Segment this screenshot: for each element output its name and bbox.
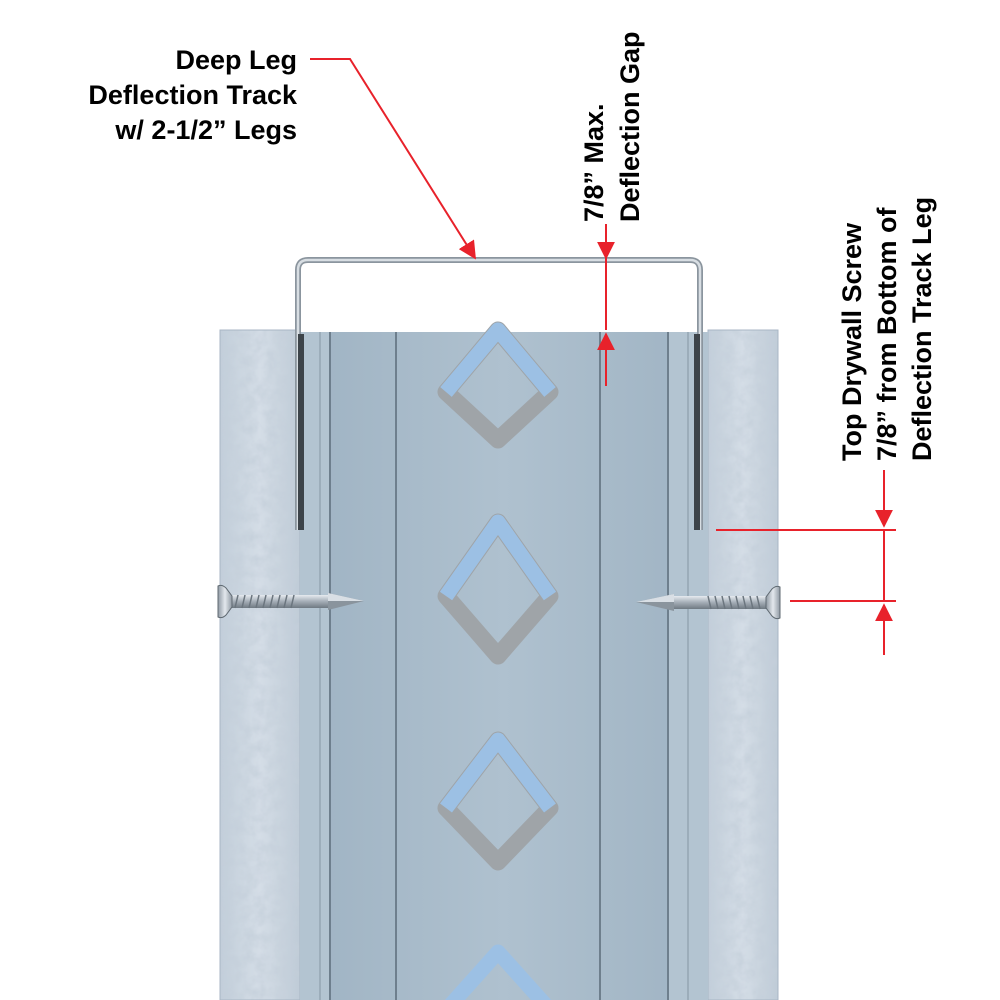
drywall-left	[219, 329, 301, 1000]
knockout-1	[437, 321, 559, 449]
screw-distance-dimension	[716, 470, 896, 655]
drywall-screw-icon	[636, 585, 781, 620]
screw-label-line-2: 7/8” from Bottom of	[872, 206, 902, 461]
track-label-line-1: Deep Leg	[175, 45, 297, 75]
track-callout-label: Deep Leg Deflection Track w/ 2-1/2” Legs	[88, 45, 298, 145]
screw-distance-label: Top Drywall Screw 7/8” from Bottom of De…	[837, 197, 937, 461]
track-callout-leader	[310, 58, 476, 260]
drywall-screw-icon	[217, 584, 364, 619]
screw-label-line-1: Top Drywall Screw	[837, 222, 867, 461]
gap-label-line-2: Deflection Gap	[615, 31, 645, 222]
screw-label-line-3: Deflection Track Leg	[907, 197, 937, 461]
gap-label-line-1: 7/8” Max.	[579, 103, 609, 222]
track-label-line-2: Deflection Track	[88, 80, 298, 110]
deflection-gap-label: 7/8” Max. Deflection Gap	[579, 31, 645, 222]
knockout-3	[437, 731, 559, 871]
stud-knockouts	[437, 321, 559, 1000]
knockout-2	[437, 513, 559, 665]
track-label-line-3: w/ 2-1/2” Legs	[114, 115, 297, 145]
drywall-right	[707, 329, 779, 1000]
knockout-4	[444, 944, 552, 1000]
deflection-track	[295, 257, 703, 530]
